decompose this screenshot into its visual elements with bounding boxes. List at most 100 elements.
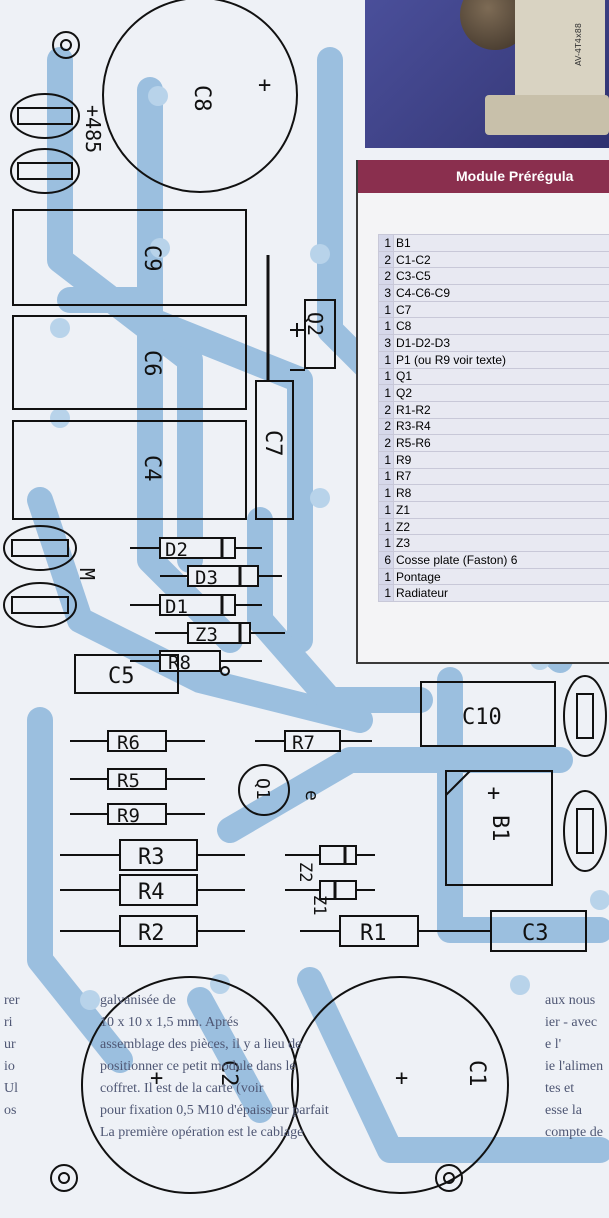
bom-ref: Q1 [393, 367, 609, 386]
bom-qty: 1 [378, 534, 394, 553]
bom-qty: 2 [378, 417, 394, 436]
bom-qty: 1 [378, 234, 394, 252]
bom-ref: Radiateur [393, 584, 609, 603]
c2-outline [81, 976, 299, 1194]
c7-label: C7 [260, 430, 285, 457]
r2-label: R2 [138, 921, 165, 946]
bom-qty: 2 [378, 250, 394, 269]
r3-label: R3 [138, 845, 165, 870]
bom-qty: 1 [378, 367, 394, 386]
article-line: ri [4, 1015, 13, 1030]
c4-label: C4 [139, 455, 164, 482]
c8-plus: + [258, 73, 271, 98]
c6-outline [12, 315, 247, 410]
c5-outline [74, 654, 179, 694]
bom-ref: R9 [393, 450, 609, 469]
bom-qty: 1 [378, 300, 394, 319]
bom-ref: Z1 [393, 501, 609, 519]
article-line: 10 x 10 x 1,5 mm. Aprés [100, 1015, 239, 1030]
d3-label: D3 [195, 567, 218, 589]
article-line: rer [4, 993, 20, 1008]
r9-label: R9 [117, 805, 140, 827]
bom-qty: 1 [378, 384, 394, 402]
c10-label: C10 [462, 705, 502, 730]
bom-qty: 3 [378, 284, 394, 302]
b1-plus: + [487, 781, 500, 806]
bom-ref: Q2 [393, 384, 609, 402]
bom-ref: Pontage [393, 567, 609, 586]
bom-qty: 6 [378, 551, 394, 569]
article-line: ie l'alimen [545, 1059, 604, 1074]
c5-label: C5 [108, 664, 135, 689]
plus485-label: +485 [81, 105, 105, 153]
bom-ref: R7 [393, 467, 609, 486]
c1-label: C1 [464, 1060, 489, 1087]
parts-list-title: Module Prérégula [358, 160, 609, 193]
c9-label: C9 [139, 245, 164, 272]
bom-ref: Z2 [393, 517, 609, 536]
article-line: positionner ce petit module dans le [100, 1059, 296, 1074]
d2-label: D2 [165, 539, 188, 561]
article-line: ier - avec [545, 1015, 598, 1030]
bom-ref: C3-C5 [393, 267, 609, 286]
c8-outline [102, 0, 298, 193]
bom-ref: C1-C2 [393, 250, 609, 269]
bom-ref: D1-D2-D3 [393, 334, 609, 352]
c8-label: C8 [189, 85, 214, 112]
bom-qty: 1 [378, 584, 394, 603]
silkscreen [3, 0, 607, 1194]
bom-qty: 1 [378, 350, 394, 369]
article-column-2: aux nous ier - avec e l' ie l'alimen tes et e… [545, 990, 603, 1144]
bom-qty: 1 [378, 484, 394, 502]
article-line: esse la [545, 1103, 582, 1118]
bom-ref: B1 [393, 234, 609, 252]
article-line: ur [4, 1037, 16, 1052]
article-line: os [4, 1103, 17, 1118]
bom-ref: C7 [393, 300, 609, 319]
c9-outline [12, 209, 247, 306]
bom-qty: 2 [378, 434, 394, 452]
article-line: tes et [545, 1081, 575, 1096]
c3-label: C3 [522, 921, 549, 946]
bom-ref: P1 (ou R9 voir texte) [393, 350, 609, 369]
bom-qty: 2 [378, 400, 394, 419]
article-line: e l' [545, 1037, 562, 1052]
bom-ref: C8 [393, 317, 609, 336]
bom-ref: C4-C6-C9 [393, 284, 609, 302]
bridge-photo [515, 0, 605, 100]
bom-qty: 1 [378, 517, 394, 536]
b1-label: B1 [487, 815, 512, 842]
bom-qty: 1 [378, 567, 394, 586]
bom-ref: R1-R2 [393, 400, 609, 419]
c7-outline [255, 380, 294, 520]
article-line: aux nous [545, 993, 596, 1008]
bom-ref: R8 [393, 484, 609, 502]
c4-outline [12, 420, 247, 520]
bom-qty: 1 [378, 450, 394, 469]
article-line: Ul [4, 1081, 18, 1096]
r1-label: R1 [360, 921, 387, 946]
bom-qty: 1 [378, 501, 394, 519]
